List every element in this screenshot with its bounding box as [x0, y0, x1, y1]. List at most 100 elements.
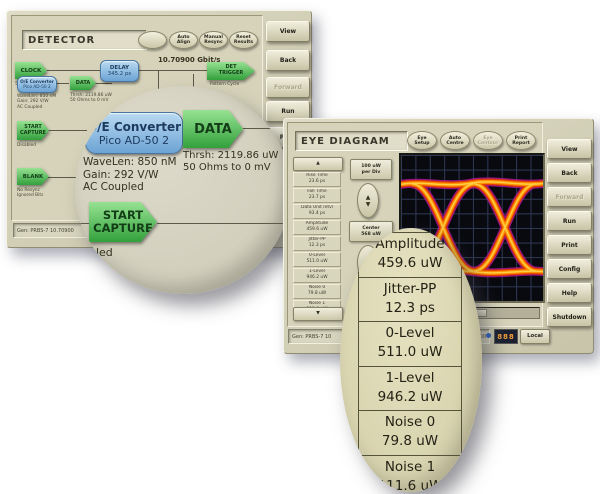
eye-help-button[interactable]: Help [547, 283, 592, 303]
measurement-value: 946.2 uW [377, 388, 443, 405]
delay-value: 345.2 ps [107, 71, 132, 77]
start-capture-subtext-magnified: Disabled [75, 246, 113, 259]
eye-print-button[interactable]: Print [547, 235, 592, 255]
eye-shutdown-button[interactable]: Shutdown [547, 307, 592, 327]
eye-forward-button[interactable]: Forward [547, 187, 592, 207]
measurement-label: Noise 1 [384, 458, 436, 475]
oe-converter-block-small[interactable]: O/E Converter Pico AD-50 2 [17, 76, 57, 93]
bitrate-readout: 10.70900 Gbit/s [158, 56, 221, 64]
manual-resync-button[interactable]: Manual Resync [199, 31, 228, 49]
reset-results-button[interactable]: Reset Results [229, 31, 258, 49]
amplitude-scale-button[interactable]: 100 uW per Div [350, 159, 392, 180]
measurement-label: Amplitude [375, 236, 445, 252]
measurements-scroll-down-button[interactable]: ▼ [293, 307, 343, 321]
connector-line [243, 128, 291, 129]
measurement-value: 79.8 uW [307, 291, 327, 296]
measurement-label: 0-Level [309, 253, 325, 258]
print-report-button[interactable]: Print Report [506, 131, 536, 150]
magnified-measurement: Amplitude 459.6 uW [358, 232, 462, 278]
measurement-value: 12.3 ps [385, 299, 435, 316]
local-button[interactable]: Local [520, 329, 550, 344]
measurement-value: 946.2 uW [306, 275, 328, 280]
measurement-value: 459.6 uW [377, 255, 443, 271]
connector-line [45, 70, 100, 71]
oe-converter-label: O/E Converter [20, 79, 54, 85]
measurement-value: 511.0 uW [306, 259, 328, 264]
oe-converter-subtext: WaveLen: 850 nM Gain: 292 V/W AC Coupled [17, 94, 57, 110]
magnified-measurement: 1-Level 946.2 uW [358, 366, 462, 411]
connector-line [158, 70, 159, 90]
blank-subtext: No Resync Ignored Bits [17, 188, 44, 199]
eye-run-button[interactable]: Run [547, 211, 592, 231]
measurements-scroll-up-button[interactable]: ▲ [293, 157, 343, 171]
measurement-label: Data Unit Intvl [301, 205, 333, 210]
measurement-value: 79.8 uW [381, 433, 439, 449]
measurement-label: Jitter-PP [383, 280, 437, 297]
blank-block[interactable]: BLANK [17, 168, 49, 185]
eye-view-button[interactable]: View [547, 139, 592, 159]
eye-contour-button[interactable]: Eye Contour [473, 131, 503, 150]
measurement-value: 511.0 uW [377, 344, 443, 360]
detector-toolbar-blank-button[interactable] [138, 31, 167, 49]
delay-block[interactable]: DELAY 345.2 ps [100, 60, 139, 82]
eye-setup-button[interactable]: Eye Setup [407, 131, 437, 150]
oe-converter-block-magnified[interactable]: O/E Converter Pico AD-50 2 [85, 112, 183, 154]
amplitude-spinner[interactable]: ▲ ▼ [357, 183, 379, 218]
auto-centre-button[interactable]: Auto Centre [440, 131, 470, 150]
connector-line [193, 74, 194, 90]
measurement-value: 12.3 ps [308, 243, 326, 248]
connector-line [137, 70, 207, 71]
connector-line [75, 223, 89, 224]
measurement-value: 111.6 uW [377, 477, 443, 493]
measurement-label: 0-Level [385, 325, 435, 341]
numeric-led-indicator: 888 [494, 329, 518, 344]
up-arrow-icon: ▲ [365, 193, 371, 201]
measurement-label: Jitter-PP [308, 237, 326, 242]
oe-converter-subtext-magnified: WaveLen: 850 nM Gain: 292 V/W AC Coupled [83, 156, 177, 193]
oe-converter-value: Pico AD-50 2 [23, 84, 51, 90]
detector-forward-button[interactable]: Forward [266, 77, 310, 98]
measurement-value: 459.6 uW [306, 227, 328, 232]
start-capture-block-small[interactable]: START CAPTURE [17, 121, 49, 140]
magnified-measurement-list: Amplitude 459.6 uW Jitter-PP 12.3 ps 0-Lev… [358, 232, 462, 492]
data-block-small[interactable]: DATA [70, 76, 96, 90]
measurement-label: Noise 0 [308, 285, 326, 290]
data-block-magnified[interactable]: DATA [183, 110, 243, 148]
magnified-measurement: Noise 1 111.6 uW [358, 455, 462, 493]
start-capture-label: START CAPTURE [93, 208, 153, 235]
data-label: DATA [194, 121, 232, 137]
measurement-value: 23.7 ps [308, 195, 326, 200]
measurement-label: Noise 0 [384, 414, 436, 430]
measurement-value: 93.4 ps [308, 211, 326, 216]
start-capture-subtext: Disabled [17, 143, 37, 148]
connector-line [75, 130, 85, 131]
delay-label: DELAY [109, 64, 130, 71]
eye-config-button[interactable]: Config [547, 259, 592, 279]
detector-back-button[interactable]: Back [266, 50, 310, 71]
measurement-label: 1-Level [385, 369, 435, 386]
detector-view-button[interactable]: View [266, 21, 310, 42]
measurement-value: 23.6 ps [308, 179, 326, 184]
remote-indicator-dot [486, 333, 491, 338]
eye-back-button[interactable]: Back [547, 163, 592, 183]
data-subtext: Thrsh: 2119.86 uW 50 Ohms to 0 mV [70, 93, 112, 104]
eye-title: EYE DIAGRAM [295, 131, 408, 151]
det-trigger-block[interactable]: DET TRIGGER [207, 62, 255, 80]
magnified-measurement: Jitter-PP 12.3 ps [358, 277, 462, 322]
clock-block[interactable]: CLOCK [15, 62, 47, 79]
start-capture-block-magnified[interactable]: START CAPTURE [89, 202, 157, 242]
down-arrow-icon: ▼ [365, 200, 371, 208]
eye-magnifier: Amplitude 459.6 uW Jitter-PP 12.3 ps 0-Lev… [340, 228, 482, 492]
auto-align-button[interactable]: Auto Align [169, 31, 198, 49]
connector-line [55, 83, 69, 84]
measurement-label: Amplitude [305, 221, 329, 226]
magnified-measurement: 0-Level 511.0 uW [358, 322, 462, 367]
det-trigger-subtext: Pattern Cycle [210, 82, 240, 87]
